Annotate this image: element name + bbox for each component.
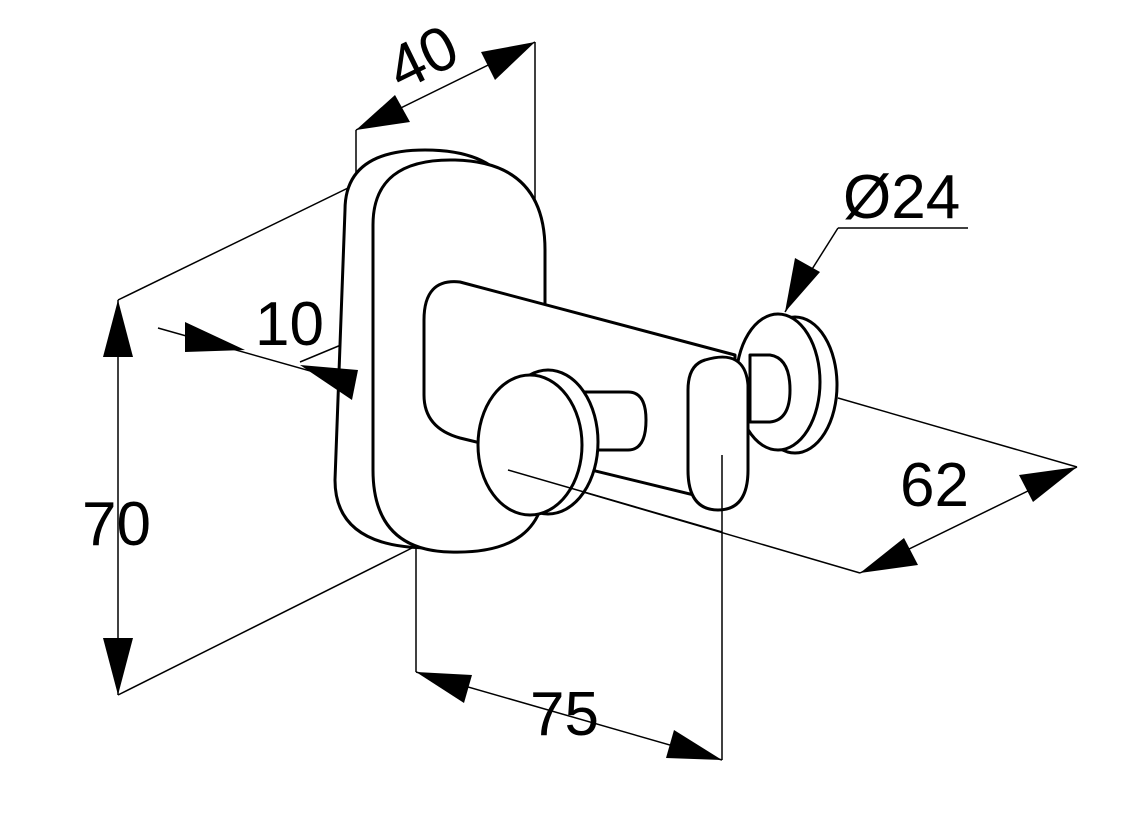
front-knob <box>476 368 648 517</box>
overlay-lines <box>507 455 723 533</box>
arrowheads <box>103 42 1077 760</box>
dimension-height: 70 <box>82 490 151 559</box>
dimension-plate-thickness: 10 <box>255 290 324 359</box>
dimension-depth: 40 <box>377 12 469 104</box>
rear-knob <box>734 312 839 455</box>
dimension-width: 75 <box>530 680 599 749</box>
dimension-knob-diameter: Ø24 <box>843 163 960 232</box>
arm-end-cap <box>686 355 750 512</box>
dimension-projection: 62 <box>900 451 969 520</box>
